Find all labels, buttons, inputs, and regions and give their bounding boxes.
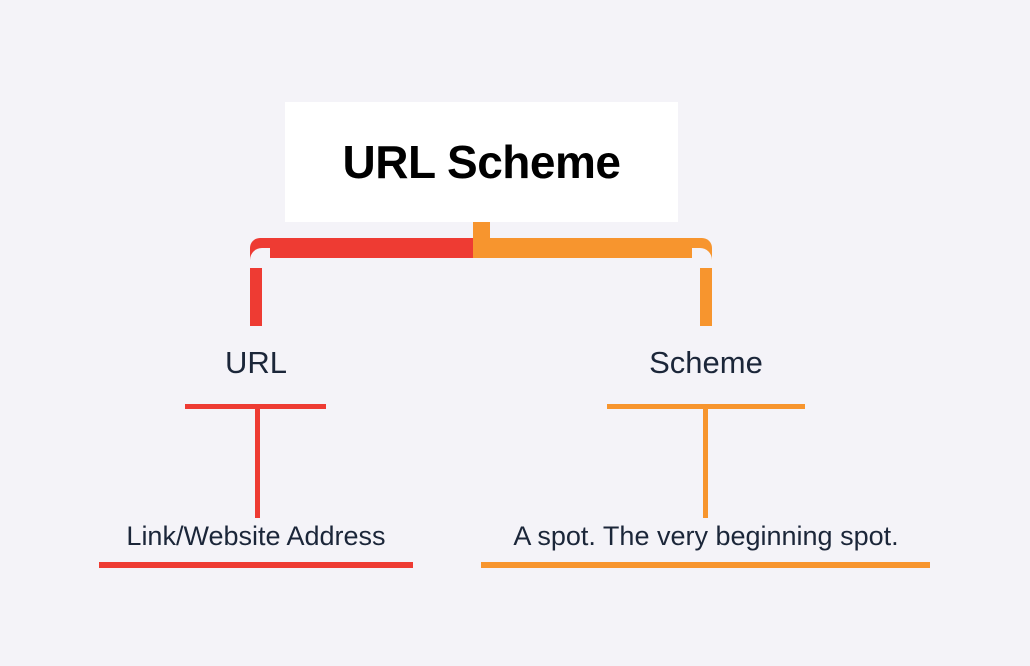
leaf-label-url: Link/Website Address	[126, 521, 386, 551]
branch-stem-url	[255, 404, 260, 518]
connector-corner-scheme	[692, 248, 712, 268]
branch-stem-scheme	[703, 404, 708, 518]
connector-stub	[473, 222, 490, 242]
branch-label-url: URL	[224, 345, 287, 380]
connector-bar-url	[250, 238, 473, 258]
connector-bar-scheme	[473, 238, 712, 258]
root-node-box: URL Scheme	[285, 102, 678, 222]
root-node-title: URL Scheme	[342, 136, 621, 188]
leaf-underline-url	[99, 562, 413, 568]
leaf-underline-scheme	[481, 562, 930, 568]
branch-label-scheme: Scheme	[649, 345, 763, 380]
connector-corner-url	[250, 248, 270, 268]
leaf-label-scheme: A spot. The very beginning spot.	[513, 521, 899, 551]
